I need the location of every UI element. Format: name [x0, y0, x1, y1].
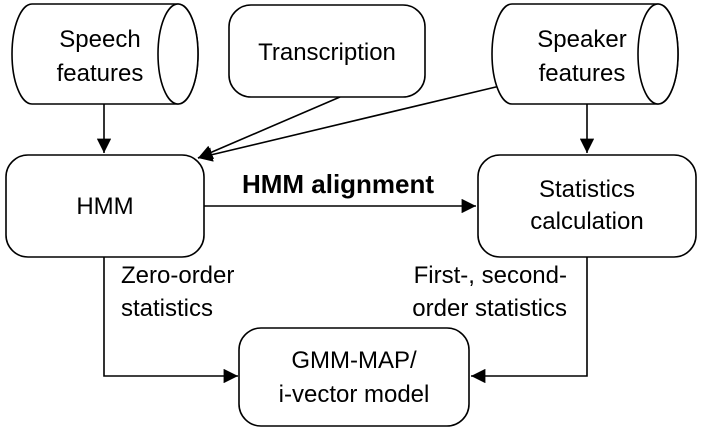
gmm-label-2: i-vector model: [279, 381, 430, 408]
hmm-alignment-label: HMM alignment: [242, 169, 434, 199]
speaker-features-label-1: Speaker: [537, 26, 626, 53]
edge-hmm-to-gmm: [103, 257, 238, 384]
transcription-node: Transcription: [228, 4, 426, 98]
first-second-order-label-1: First-, second-: [414, 262, 567, 289]
speech-features-label-2: features: [57, 60, 144, 87]
edge-statistics-to-gmm: [471, 257, 588, 384]
speaker-features-node: Speaker features: [491, 3, 679, 105]
edge-transcription-to-hmm: [197, 96, 341, 159]
zero-order-label-2: statistics: [121, 295, 213, 322]
statistics-calculation-label-2: calculation: [530, 208, 643, 235]
speaker-features-label-2: features: [539, 60, 626, 87]
statistics-calculation-node: Statistics calculation: [477, 154, 697, 258]
first-second-order-label-2: order statistics: [412, 295, 567, 322]
speech-features-label-1: Speech: [59, 26, 140, 53]
transcription-label: Transcription: [258, 39, 396, 66]
hmm-node: HMM: [5, 154, 205, 258]
speech-features-node: Speech features: [11, 3, 199, 105]
hmm-label: HMM: [76, 193, 133, 220]
zero-order-label-1: Zero-order: [121, 262, 234, 289]
gmm-ivector-node: GMM-MAP/ i-vector model: [238, 327, 470, 427]
edge-speaker-to-hmm: [197, 85, 501, 162]
statistics-calculation-label-1: Statistics: [539, 176, 635, 203]
gmm-label-1: GMM-MAP/: [291, 347, 417, 374]
